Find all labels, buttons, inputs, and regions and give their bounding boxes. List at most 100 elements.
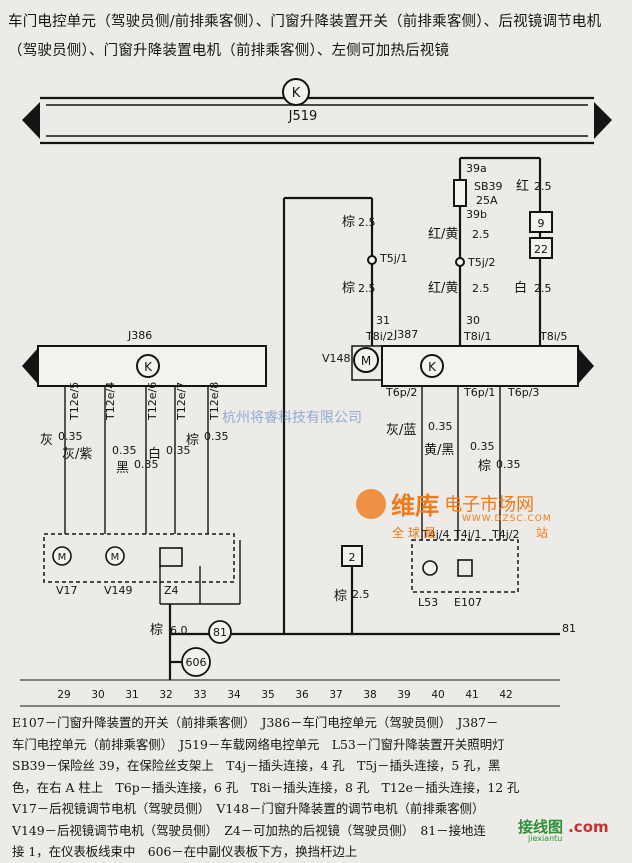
v148-motor-label: M <box>361 354 371 368</box>
v148-motor-symbol <box>353 347 379 373</box>
watermark-brand-text: 维库 <box>391 492 440 520</box>
bus-label: J519 <box>288 109 318 124</box>
conn-t8i1: T8i/1 <box>463 330 491 343</box>
wire-brown-right-size: 0.35 <box>496 458 521 471</box>
conn-t8i2: T8i/2 <box>365 330 393 343</box>
e107-switch <box>411 539 519 593</box>
ruler-number: 35 <box>261 689 274 701</box>
wire-yellow-black: 黄/黑 <box>424 443 454 458</box>
corner-watermark-dot: .com <box>568 818 609 836</box>
corner-watermark-url: jiexiantu <box>528 834 563 843</box>
wire-brown-main: 棕 <box>150 623 163 638</box>
wire-gray-blue: 灰/蓝 <box>386 423 416 438</box>
ground-606-label: 606 <box>186 656 207 669</box>
legend-line: 色，在右 A 柱上 T6p－插头连接，6 孔 T8i－插头连接，8 孔 T12e… <box>12 779 520 795</box>
wire-labels: 棕 2.5 T5j/1 棕 2.5 31 T8i/2 39a SB39 25A … <box>40 162 576 669</box>
j386-wires <box>43 386 241 605</box>
j387-label: J387 <box>393 328 418 341</box>
z4-heater <box>159 547 183 567</box>
component-v17: V17 <box>56 584 78 597</box>
watermark-global: 全球最 <box>392 526 441 540</box>
bus-marker-label: K <box>292 86 301 101</box>
component-v149: V149 <box>104 584 133 597</box>
box-22-label: 22 <box>534 243 548 256</box>
wire-left-brown-2: 棕 <box>342 281 355 296</box>
wire-red-yellow-1: 红/黄 <box>428 226 458 242</box>
conn-t5j1: T5j/1 <box>379 252 407 265</box>
ruler-number: 42 <box>499 689 512 701</box>
ruler-number: 36 <box>295 689 309 701</box>
conn-t12e4: T12e/4 <box>104 382 117 421</box>
v17-motor <box>52 546 72 566</box>
wire-brown-thin-size: 0.35 <box>204 430 229 443</box>
pin-31: 31 <box>376 314 390 327</box>
ground-81-label: 81 <box>213 626 227 639</box>
wire-red-size: 2.5 <box>534 180 552 193</box>
wire-black-size: 0.35 <box>134 458 159 471</box>
wire-left-brown-2-size: 2.5 <box>358 282 376 295</box>
ruler-number: 29 <box>57 689 70 701</box>
wire-gray-purple-size: 0.35 <box>112 444 137 457</box>
wire-white-thin-size: 0.35 <box>166 444 191 457</box>
corner-watermark: 接线图 .com <box>518 816 609 837</box>
wire-white: 白 <box>514 280 527 296</box>
ruler-number: 32 <box>159 689 172 701</box>
bus-marker <box>282 78 310 106</box>
wire-brown-ground: 棕 <box>334 589 347 604</box>
wire-white-size: 2.5 <box>534 282 552 295</box>
box-2-label: 2 <box>349 551 356 564</box>
ground-81 <box>208 620 232 644</box>
legend-line: 接 1，在仪表板线束中 606－在中副仪表板下方，换挡杆边上 <box>12 844 358 859</box>
fuse-name: SB39 <box>474 180 503 193</box>
j386-label: J386 <box>127 329 152 342</box>
legend-line: V17－后视镜调节电机（驾驶员侧） V148－门窗升降装置的调节电机（前排乘客侧… <box>12 801 485 816</box>
ruler-number: 40 <box>431 689 444 701</box>
power-feeds <box>282 156 553 634</box>
wire-brown-right: 棕 <box>478 459 491 474</box>
ruler-number: 31 <box>125 689 138 701</box>
legend-line: 车门电控单元（前排乘客侧） J519－车载网络电控单元 L53－门窗升降装置开关… <box>12 736 505 752</box>
conn-t12e8: T12e/8 <box>208 382 221 421</box>
conn-t4j4: T4j/4 <box>421 528 449 541</box>
j386-module: K J386 <box>22 329 267 387</box>
wire-white-thin: 白 <box>148 446 161 462</box>
j387-module: K J387 M <box>351 328 594 387</box>
conn-t12e5: T12e/5 <box>68 382 81 421</box>
wire-gray-size: 0.35 <box>58 430 83 443</box>
fuse-id-top: 39a <box>466 162 487 175</box>
component-z4: Z4 <box>164 584 179 597</box>
ruler-number: 39 <box>397 689 410 701</box>
watermark-logo-icon <box>356 488 386 519</box>
ruler-number: 41 <box>465 689 478 701</box>
legend: E107－门窗升降装置的开关（前排乘客侧） J386－车门电控单元（驾驶员侧） … <box>12 712 624 863</box>
wire-gray-blue-size: 0.35 <box>428 420 453 433</box>
watermark-site: WWW.DZSC.COM <box>462 514 552 524</box>
conn-t4j2: T4j/2 <box>491 528 519 541</box>
wire-left-brown-1-size: 2.5 <box>358 216 376 229</box>
wire-left-brown-1: 棕 <box>342 215 355 230</box>
wire-brown-thin: 棕 <box>186 433 199 448</box>
wire-black: 黑 <box>116 461 129 476</box>
j387-wires <box>411 386 519 593</box>
diagram-title: 车门电控单元（驾驶员侧/前排乘客侧）、门窗升降装置开关（前排乘客侧）、后视镜调节… <box>8 14 602 59</box>
wire-gray: 灰 <box>40 433 53 448</box>
conn-t4j1: T4j/1 <box>453 528 481 541</box>
component-e107: E107 <box>454 596 482 609</box>
wire-red-yellow-2: 红/黄 <box>428 280 458 296</box>
legend-line: SB39－保险丝 39，在保险丝支架上 T4j－插头连接，4 孔 T5j－插头连… <box>12 758 501 773</box>
wire-red-yellow-1-size: 2.5 <box>472 228 490 241</box>
ground-section <box>168 545 560 680</box>
ruler-number: 38 <box>363 689 376 701</box>
wire-brown-main-size: 6.0 <box>170 624 188 637</box>
j519-bus: K J519 <box>22 78 612 145</box>
ground-81-right-label: 81 <box>562 622 576 635</box>
ruler-number: 37 <box>329 689 342 701</box>
wire-brown-ground-size: 2.5 <box>352 588 370 601</box>
l53-lamp <box>422 560 438 576</box>
legend-line: V149－后视镜调节电机（驾驶员侧） Z4－可加热的后视镜（驾驶员侧） 81－接… <box>12 822 486 838</box>
mirror-assembly <box>43 533 235 583</box>
wire-red-yellow-2-size: 2.5 <box>472 282 490 295</box>
v149-motor <box>105 546 125 566</box>
fuse-sb39 <box>453 179 467 207</box>
conn-t12e6: T12e/6 <box>146 382 159 421</box>
